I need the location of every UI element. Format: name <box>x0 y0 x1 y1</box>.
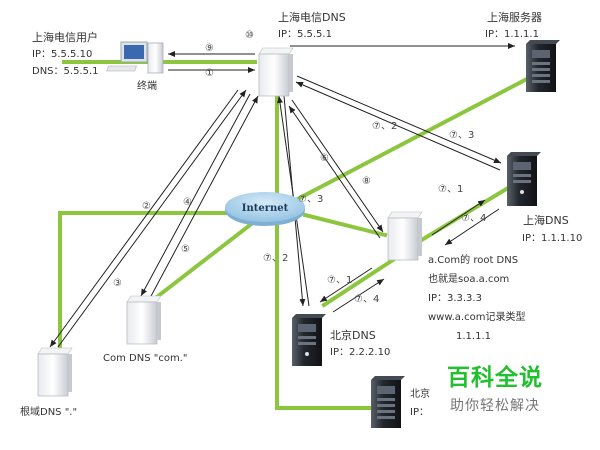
terminal-ip: IP：5.5.5.10 <box>32 49 93 60</box>
sh-dns-ip: IP：1.1.1.10 <box>522 233 583 244</box>
network-links <box>58 60 528 410</box>
bj-dns-ip: IP：2.2.2.10 <box>330 347 391 358</box>
internet-label: Internet <box>242 203 289 214</box>
step-label-7-4-bj: ⑦、4 <box>354 294 380 305</box>
step-label-8: ⑧ <box>362 176 371 187</box>
sh-dns-server-icon <box>507 152 541 206</box>
query-arrows <box>49 43 515 348</box>
bj-server-ip: IP： <box>410 407 429 418</box>
arrow-step-4 <box>140 93 251 297</box>
watermark-backdrop <box>438 362 578 422</box>
com-dns-server-icon <box>126 295 162 345</box>
terminal-dns: DNS：5.5.5.1 <box>32 66 99 77</box>
bj-server-icon <box>371 376 405 428</box>
acom-root-line3: IP：3.3.3.3 <box>428 293 482 304</box>
acom-root-line1: a.Com的 root DNS <box>428 255 519 266</box>
arrow-step-2 <box>49 89 239 348</box>
arrow-step-5 <box>149 95 259 299</box>
step-label-9: ⑨ <box>205 43 214 54</box>
step-label-7-3-top: ⑦、3 <box>449 130 475 141</box>
step-label-1: ① <box>205 68 214 79</box>
com-dns-title: Com DNS "com." <box>103 353 188 364</box>
acom-root-line4: www.a.com记录类型 <box>428 312 526 323</box>
bj-dns-title: 北京DNS <box>330 329 376 342</box>
sh-telecom-dns-title: 上海电信DNS <box>278 11 346 24</box>
step-label-2: ② <box>142 201 151 212</box>
internet-cloud: Internet <box>225 192 305 226</box>
root-dns-server-icon <box>37 347 73 397</box>
arrow-step-3 <box>57 89 247 348</box>
step-label-7-1-sh: ⑦、1 <box>438 184 464 195</box>
arrow-step-7-3-sh <box>295 81 501 171</box>
step-label-6: ⑥ <box>320 153 329 164</box>
bj-server-title: 北京 <box>410 389 430 400</box>
step-label-7-1-bj: ⑦、1 <box>327 275 353 286</box>
link-internet-comdns <box>150 222 253 303</box>
step-label-4: ④ <box>183 197 192 208</box>
sh-server-title: 上海服务器 <box>487 11 542 24</box>
terminal-title: 上海电信用户 <box>32 31 98 44</box>
arrow-step-7-1-sh <box>431 199 486 236</box>
link-internet-rootdns <box>58 211 232 352</box>
sh-dns-title: 上海DNS <box>523 214 569 227</box>
step-label-7-2-top: ⑦、2 <box>372 121 398 132</box>
arrow-step-6 <box>291 99 384 233</box>
acom-root-line2: 也就是soa.a.com <box>428 274 510 285</box>
arrow-step-7-4-bj <box>332 278 385 313</box>
arrow-step-7-2-sh <box>296 75 502 164</box>
terminal-computer-icon <box>106 41 164 74</box>
arrow-step-7-1-bj <box>319 267 373 303</box>
link-internet-acomroot <box>302 212 388 238</box>
acom-root-dns-server-icon <box>387 211 423 261</box>
link-internet-shserver <box>287 77 528 206</box>
acom-root-line5: 1.1.1.1 <box>456 331 491 342</box>
arrow-step-8 <box>288 105 381 239</box>
sh-server-ip: IP：1.1.1.1 <box>485 29 539 40</box>
arrow-step-7-4-sh <box>444 208 500 246</box>
bj-dns-server-icon <box>292 314 326 366</box>
watermark-subtitle: 助你轻松解决 <box>450 398 540 414</box>
sh-telecom-dns-ip: IP：5.5.5.1 <box>278 29 332 40</box>
watermark-title: 百科全说 <box>447 365 543 391</box>
sh-server-icon <box>526 40 560 92</box>
step-label-7-4-sh: ⑦、4 <box>461 213 487 224</box>
terminal-caption: 终端 <box>137 81 157 92</box>
step-label-5: ⑤ <box>181 244 190 255</box>
link-acomroot-bjdns <box>321 255 399 308</box>
step-label-10: ⑩ <box>245 30 254 41</box>
link-internet-bjserver <box>275 218 374 410</box>
sh-telecom-dns-server-icon <box>258 47 294 97</box>
step-label-3: ③ <box>113 278 122 289</box>
root-dns-title: 根域DNS "." <box>20 407 78 418</box>
step-label-7-3-internet: ⑦、3 <box>298 194 324 205</box>
step-label-7-2-bj: ⑦、2 <box>263 253 289 264</box>
